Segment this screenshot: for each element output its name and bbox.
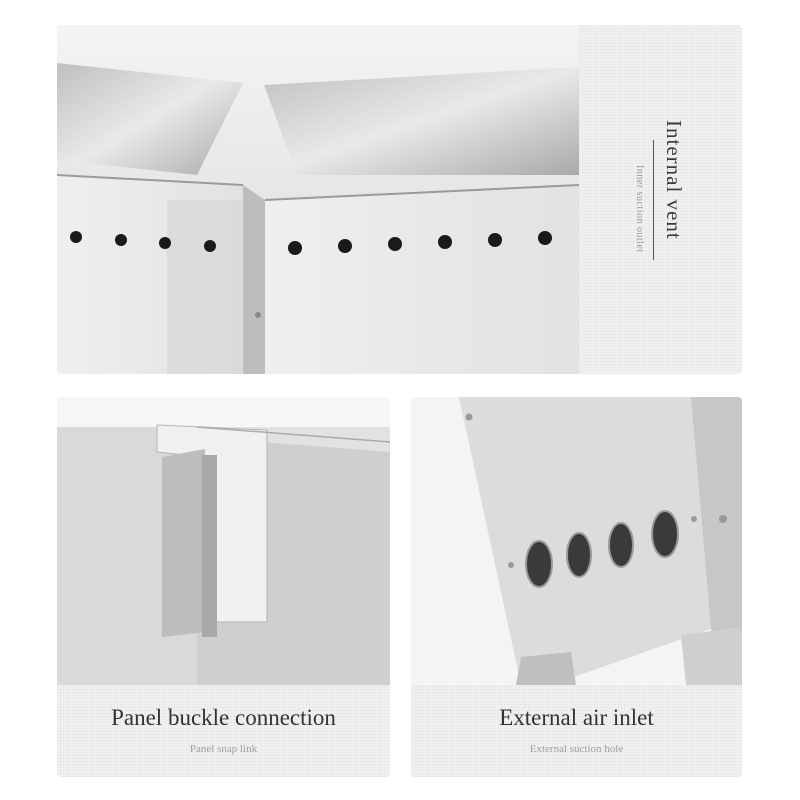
internal-vent-panel: Internal vent Inner suction outlet xyxy=(57,25,742,374)
external-inlet-title: External air inlet xyxy=(499,705,654,730)
panel-buckle-photo xyxy=(57,397,390,685)
external-inlet-photo xyxy=(411,397,742,685)
internal-vent-caption-area: Internal vent Inner suction outlet xyxy=(579,25,742,374)
panel-buckle-caption-area: Panel buckle connection Panel snap link xyxy=(57,685,390,777)
title-divider xyxy=(653,140,654,260)
internal-vent-subtitle: Inner suction outlet xyxy=(634,165,645,253)
external-inlet-panel: External air inlet External suction hole xyxy=(411,397,742,777)
panel-buckle-title: Panel buckle connection xyxy=(111,705,336,730)
panel-buckle-panel: Panel buckle connection Panel snap link xyxy=(57,397,390,777)
internal-vent-photo xyxy=(57,25,579,374)
external-inlet-subtitle: External suction hole xyxy=(529,743,624,755)
panel-buckle-subtitle: Panel snap link xyxy=(189,743,258,755)
external-inlet-caption-area: External air inlet External suction hole xyxy=(411,685,742,777)
internal-vent-title: Internal vent xyxy=(662,120,686,240)
